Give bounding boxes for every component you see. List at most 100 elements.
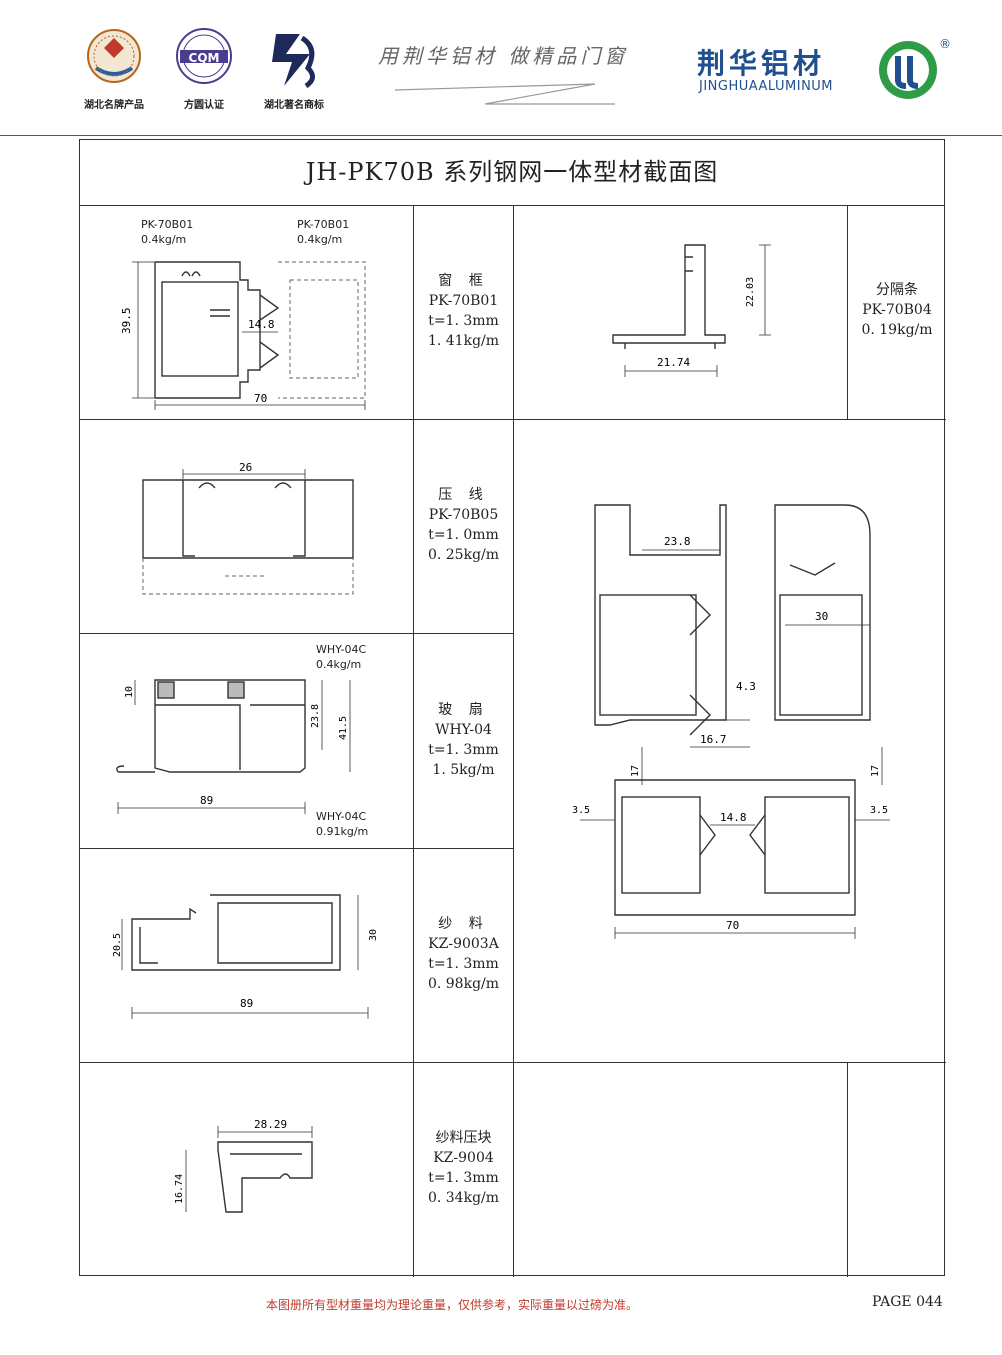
profile-code: KZ-9004 [433,1150,494,1166]
divider-strip-drawing: 22.03 21.74 [612,244,771,377]
profile-label: WHY-04C 0.91kg/m [316,809,368,839]
badge-caption: 湖北著名商标 [264,100,324,111]
profile-code: PK-70B05 [428,507,499,523]
profile-weight: 0. 34kg/m [427,1190,500,1206]
profile-name: 玻 扇 [438,702,489,718]
badge-caption: 方圆认证 [184,100,224,111]
dim-label: 21.74 [657,356,690,369]
frame-profile-drawing: 39.5 14.8 70 [120,261,366,410]
grid-line [847,205,848,419]
grid-line [847,1062,848,1277]
profile-spec-frame: 窗 框 PK-70B01 t=1. 3mm 1. 41kg/m [414,271,513,351]
page-number: PAGE 044 [872,1294,943,1310]
badge-caption: 湖北名牌产品 [84,100,144,111]
profile-name: 纱 料 [438,916,489,932]
cqm-text: CQM [188,51,220,65]
profile-name: 纱料压块 [435,1130,492,1146]
header-divider [0,135,1002,136]
screen-clip-drawing: 28.29 16.74 [174,1118,313,1213]
grid-line [80,848,513,849]
dim-label: 23.8 [310,704,321,728]
brand-name-en: JINGHUAALUMINUM [699,79,834,94]
grid-line [80,633,513,634]
profile-code: PK-70B01 [428,293,499,309]
profile-name: 压 线 [438,487,489,503]
jinghua-trademark-icon [272,34,315,89]
dim-label: 3.5 [870,805,888,816]
dim-label: 16.74 [174,1174,185,1204]
dim-label: 14.8 [720,811,747,824]
dim-label: 70 [726,919,739,932]
profile-weight: 0. 25kg/m [427,547,500,563]
company-slogan: 用荆华铝材 做精品门窗 [378,44,629,68]
profile-name: 分隔条 [876,282,918,298]
dim-label: 26 [239,461,252,474]
profile-spec-bead: 压 线 PK-70B05 t=1. 0mm 0. 25kg/m [414,485,513,565]
brand-badge-cqm: CQM 方圆认证 [172,28,236,111]
brand-name-cn: 荆华铝材 [697,47,826,80]
weight-disclaimer: 本图册所有型材重量均为理论重量，仅供参考，实际重量以过磅为准。 [266,1298,639,1312]
label-weight: 0.4kg/m [316,658,362,671]
profile-label: WHY-04C 0.4kg/m [316,642,366,672]
label-code: WHY-04C [316,810,367,823]
profile-code: PK-70B04 [862,302,932,318]
profile-label: PK-70B01 0.4kg/m [297,217,349,247]
profile-weight: 1. 5kg/m [432,762,495,778]
dim-label: 30 [815,610,828,623]
profile-weight: 1. 41kg/m [427,333,500,349]
dim-label: 23.8 [664,535,691,548]
dim-label: 4.3 [736,680,756,693]
dim-label: 16.7 [700,733,727,746]
registered-mark: ® [939,37,951,51]
label-weight: 0.4kg/m [297,233,343,246]
label-weight: 0.91kg/m [316,825,369,838]
profile-spec-glass-sash: 玻 扇 WHY-04 t=1. 3mm 1. 5kg/m [414,700,513,780]
dim-label: 22.03 [745,277,756,307]
dim-label: 17 [870,765,881,777]
profile-spec-screen-clip: 纱料压块 KZ-9004 t=1. 3mm 0. 34kg/m [414,1128,513,1208]
profile-code: WHY-04 [435,722,492,738]
bead-profile-drawing: 26 [142,461,354,595]
grid-line [80,419,946,420]
dim-label: 20.5 [112,933,123,957]
dim-label: 89 [240,997,253,1010]
profile-code: KZ-9003A [428,936,499,952]
label-weight: 0.4kg/m [141,233,187,246]
dim-label: 41.5 [338,716,349,740]
profile-thickness: t=1. 0mm [428,527,499,543]
dim-label: 28.29 [254,1118,287,1131]
dim-label: 89 [200,794,213,807]
label-code: PK-70B01 [297,218,350,231]
laurel-emblem-icon [87,29,141,83]
dim-label: 3.5 [572,805,590,816]
profile-thickness: t=1. 3mm [428,1170,499,1186]
profile-spec-divider: 分隔条 PK-70B04 0. 19kg/m [848,280,946,340]
dim-label: 10 [124,686,135,698]
profile-label: PK-70B01 0.4kg/m [141,217,193,247]
jinghua-logo-icon [879,41,937,99]
profile-spec-screen: 纱 料 KZ-9003A t=1. 3mm 0. 98kg/m [414,914,513,994]
profile-thickness: t=1. 3mm [428,956,499,972]
profile-weight: 0. 19kg/m [861,322,933,338]
dim-label: 14.8 [248,318,275,331]
sash-profile-drawing: 10 23.8 41.5 89 [116,679,351,814]
page-title: JH-PK70B 系列钢网一体型材截面图 [80,140,944,206]
profile-thickness: t=1. 3mm [428,313,499,329]
assembly-section-drawing: 23.8 30 4.3 16.7 17 17 3.5 3.5 14.8 70 [572,504,890,939]
dim-label: 17 [630,765,641,777]
brand-badge-hubei-trademark: 湖北著名商标 [258,28,330,111]
slogan-flourish [395,83,615,105]
grid-line [513,205,514,1277]
brand-badge-hubei-famous: 湖北名牌产品 [80,28,148,111]
profile-name: 窗 框 [438,273,489,289]
label-code: PK-70B01 [141,218,194,231]
dim-label: 30 [368,929,379,941]
cqm-seal-icon [176,28,232,84]
grid-line [413,205,414,1277]
dim-label: 39.5 [120,308,133,335]
profile-table: JH-PK70B 系列钢网一体型材截面图 窗 框 PK-70B01 t=1. 3… [79,139,946,1277]
profile-weight: 0. 98kg/m [427,976,500,992]
label-code: WHY-04C [316,643,367,656]
screen-profile-drawing: 20.5 30 89 [112,894,379,1019]
grid-line [80,1062,946,1063]
